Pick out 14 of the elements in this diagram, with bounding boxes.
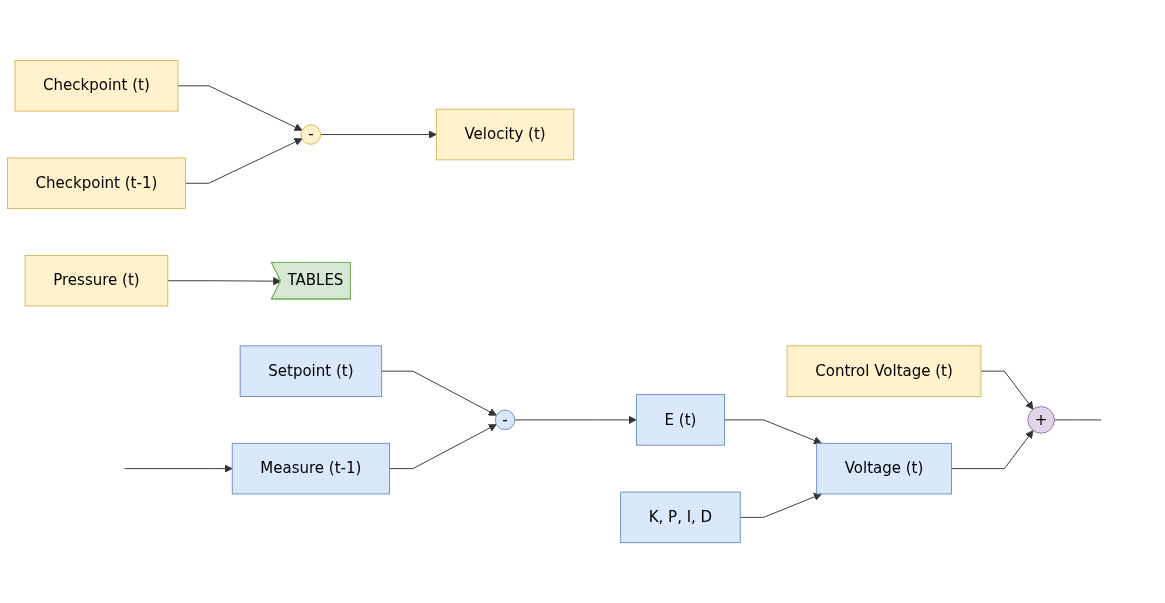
node-box: E (t) xyxy=(635,394,725,446)
node-circle: - xyxy=(494,409,516,431)
node-circle: + xyxy=(1027,406,1055,434)
node-box: K, P, I, D xyxy=(620,491,741,544)
node-box: Checkpoint (t) xyxy=(14,59,179,112)
node-box: Velocity (t) xyxy=(435,108,575,161)
node-box: Measure (t-1) xyxy=(231,442,390,495)
node-circle: - xyxy=(300,124,322,145)
node-box: Setpoint (t) xyxy=(239,345,383,397)
node-box: Checkpoint (t-1) xyxy=(7,157,186,209)
connector xyxy=(1053,419,1102,421)
node-box: Pressure (t) xyxy=(24,254,169,307)
node-box: Control Voltage (t) xyxy=(786,345,982,397)
node-box: Voltage (t) xyxy=(816,442,952,495)
